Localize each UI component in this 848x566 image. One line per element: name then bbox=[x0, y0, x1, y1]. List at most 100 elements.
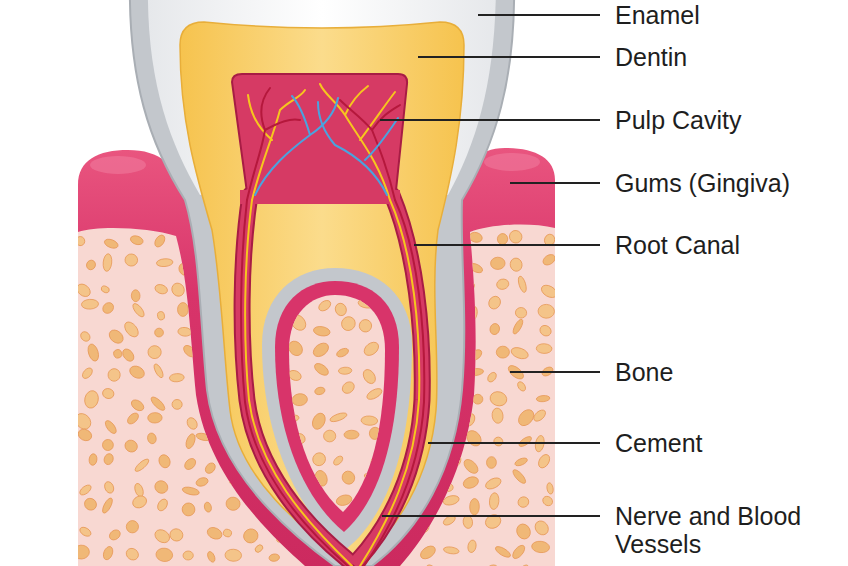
pulp-fill bbox=[240, 190, 400, 204]
bone-pore bbox=[486, 294, 502, 311]
bone-pore bbox=[171, 399, 183, 410]
bone-pore bbox=[78, 525, 92, 538]
bone-pore bbox=[335, 347, 349, 359]
bone-pore bbox=[195, 476, 209, 487]
bone-pore bbox=[289, 453, 301, 467]
bone-pore bbox=[462, 475, 480, 491]
bone-pore bbox=[100, 285, 110, 294]
bone-pore bbox=[222, 528, 232, 538]
bone-pore bbox=[168, 527, 184, 543]
bone-pore bbox=[483, 512, 503, 531]
bone-pore bbox=[484, 476, 503, 491]
bone-pore bbox=[340, 380, 357, 396]
bone-pore bbox=[384, 328, 399, 337]
bone-pore bbox=[122, 319, 141, 339]
bone-pore bbox=[468, 231, 483, 244]
bone-pore bbox=[101, 387, 115, 400]
bone-pore bbox=[369, 427, 381, 440]
bone-pore bbox=[310, 450, 328, 468]
bone-pore bbox=[383, 428, 403, 445]
bone-pore bbox=[384, 384, 397, 400]
bone-pore bbox=[155, 547, 173, 562]
bone-pore bbox=[387, 349, 399, 360]
bone-pore bbox=[538, 304, 555, 319]
bone-pore bbox=[154, 283, 169, 296]
bone-pore bbox=[152, 363, 164, 379]
bone-pore bbox=[462, 457, 481, 476]
part-label: Pulp Cavity bbox=[615, 106, 741, 134]
bone-pore bbox=[494, 545, 512, 560]
bone-pore bbox=[85, 259, 97, 271]
part-label: Nerve and Blood Vessels bbox=[615, 502, 840, 558]
bone-pore bbox=[536, 343, 552, 353]
bone-pore bbox=[184, 433, 197, 450]
gum-highlight bbox=[90, 156, 146, 174]
bone-pore bbox=[329, 411, 348, 423]
bone-pore bbox=[313, 469, 329, 488]
bone-pore bbox=[86, 343, 100, 363]
bone-pore bbox=[317, 298, 333, 313]
bone-pore bbox=[225, 496, 240, 511]
bone-pore bbox=[282, 298, 301, 310]
leader-line bbox=[414, 244, 600, 246]
bone-pore bbox=[103, 480, 115, 494]
bone-pore bbox=[101, 497, 115, 515]
bone-pore bbox=[510, 543, 526, 560]
gum-highlight bbox=[484, 153, 540, 171]
bone-pore bbox=[536, 453, 552, 470]
bone-pore bbox=[102, 439, 114, 451]
bone-pore bbox=[102, 545, 115, 561]
bone-pore bbox=[464, 413, 476, 428]
bone-pore bbox=[82, 496, 99, 513]
bone-pore bbox=[467, 539, 477, 553]
bone-pore bbox=[514, 522, 533, 541]
leader-line bbox=[478, 14, 600, 16]
bone-pore bbox=[293, 432, 307, 446]
bone-pore bbox=[386, 409, 399, 427]
bone-pore bbox=[181, 502, 197, 518]
bone-pore bbox=[518, 435, 533, 448]
bone-pore bbox=[131, 290, 140, 302]
bone-pore bbox=[126, 411, 141, 426]
bone-pore bbox=[182, 486, 200, 497]
bone-pore bbox=[465, 565, 484, 566]
bone-pore bbox=[496, 278, 510, 291]
bone-pore bbox=[287, 369, 303, 383]
bone-pore bbox=[541, 252, 557, 267]
bone-pore bbox=[152, 478, 170, 495]
bone-pore bbox=[516, 380, 527, 392]
bone-pore bbox=[515, 563, 530, 566]
bone-pore bbox=[129, 398, 145, 413]
bone-pore bbox=[338, 367, 352, 375]
bone-pore bbox=[371, 456, 381, 468]
bone-pore bbox=[75, 282, 93, 300]
bone-pore bbox=[176, 260, 195, 278]
bone-pore bbox=[442, 483, 454, 492]
bone-pore bbox=[470, 498, 480, 515]
bone-pore bbox=[102, 253, 112, 271]
bone-pore bbox=[311, 340, 331, 359]
bone-pore bbox=[203, 461, 217, 475]
bone-pore bbox=[464, 428, 484, 449]
bone-pore bbox=[288, 312, 309, 333]
leader-line bbox=[428, 442, 600, 444]
root-canal bbox=[358, 195, 422, 560]
bone-pore bbox=[532, 518, 551, 537]
bone-pore bbox=[509, 257, 523, 272]
bone-pore bbox=[107, 327, 126, 346]
bone-pore bbox=[365, 386, 383, 401]
bone-pore bbox=[515, 307, 527, 319]
bone-pore bbox=[424, 563, 440, 566]
bone-pore bbox=[339, 314, 358, 333]
bone-pore bbox=[269, 553, 280, 562]
part-label: Gums (Gingiva) bbox=[615, 169, 790, 197]
bone-pore bbox=[149, 395, 167, 412]
bone-pore bbox=[225, 549, 242, 562]
bone-pore bbox=[124, 253, 138, 266]
bone-pore bbox=[129, 234, 144, 246]
bone-pore bbox=[131, 302, 146, 319]
bone-pore bbox=[254, 543, 264, 553]
bone-pore bbox=[510, 345, 530, 360]
bone-pore bbox=[206, 550, 216, 563]
bone-pore bbox=[467, 368, 484, 377]
